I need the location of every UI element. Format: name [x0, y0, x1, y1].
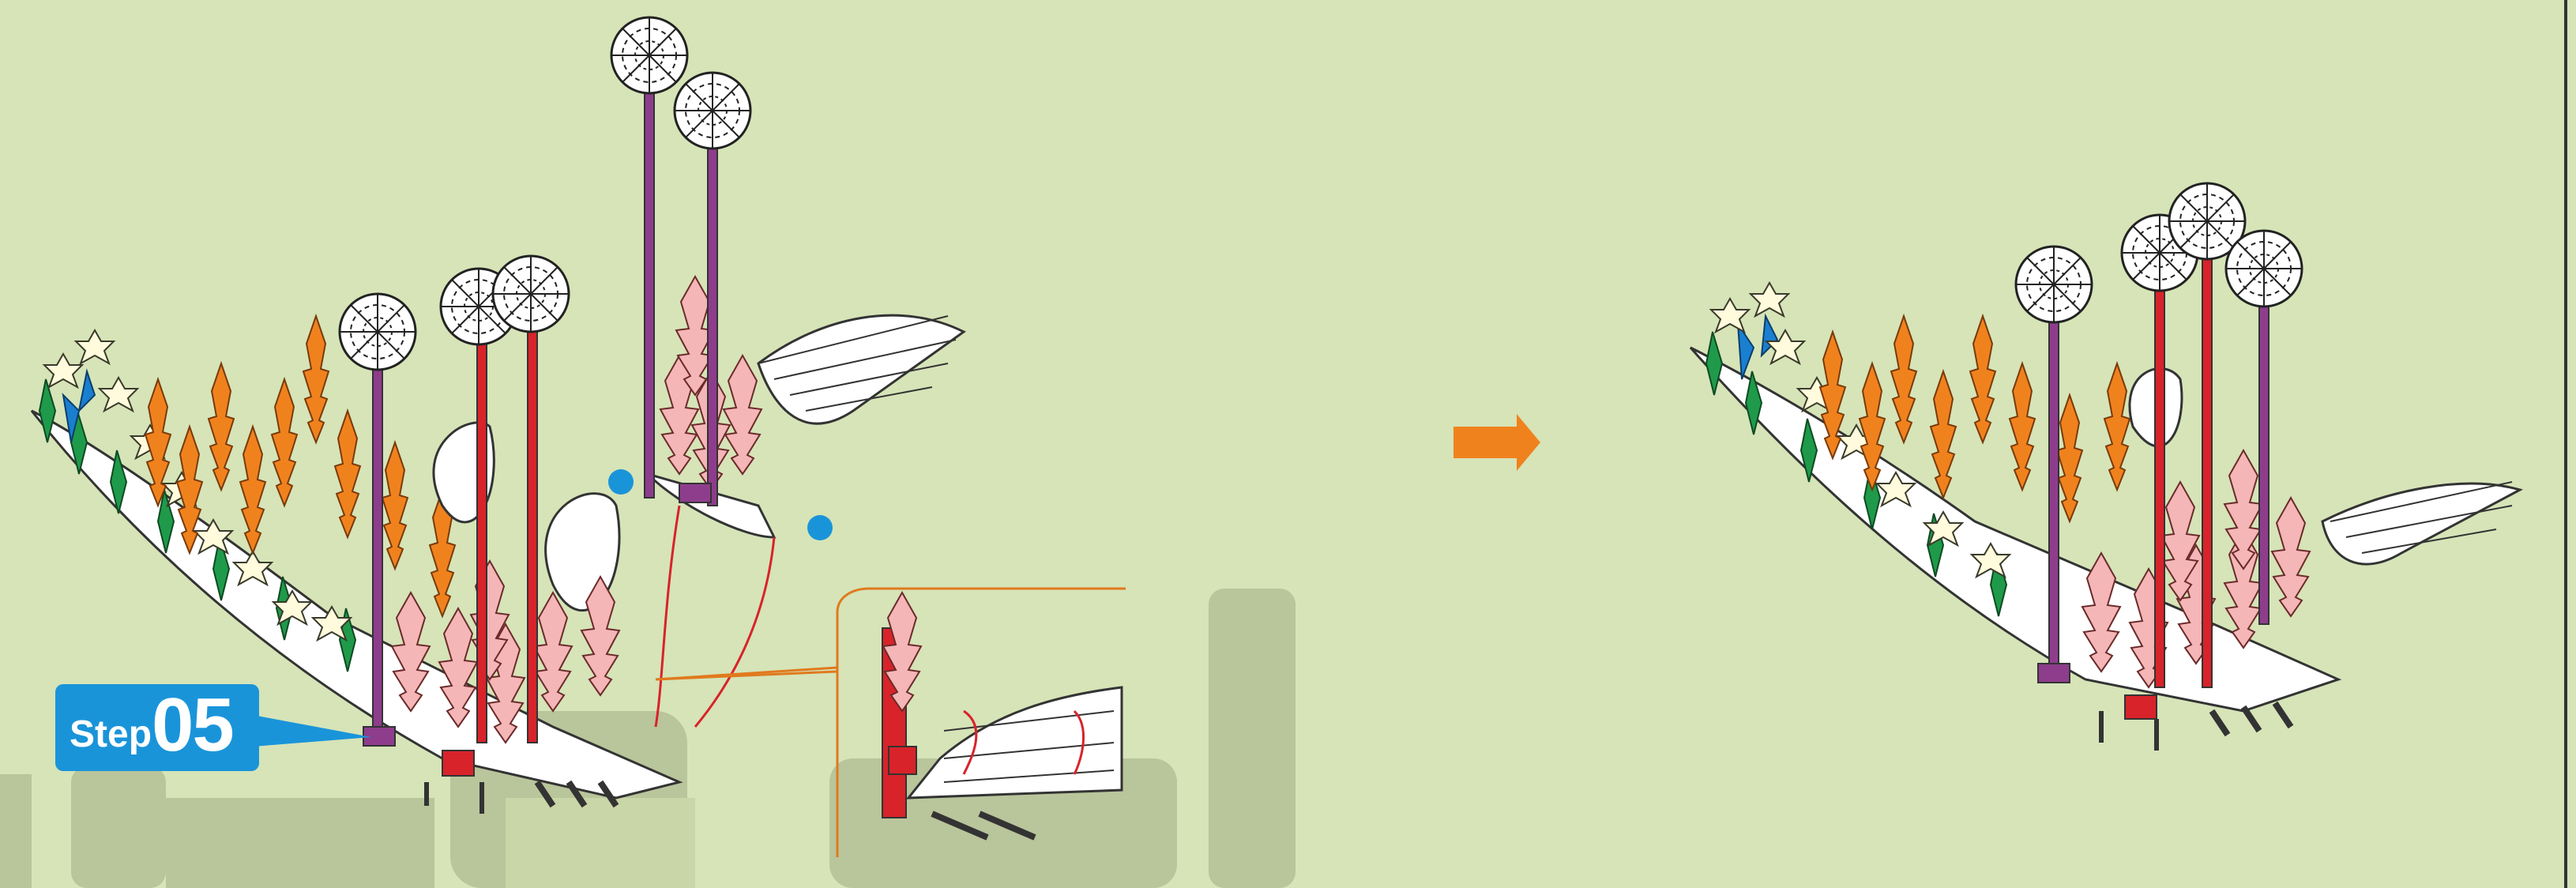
- blue-dot-icon: [807, 515, 833, 540]
- right-border: [2564, 0, 2567, 888]
- right-arrow-icon: [1453, 414, 1540, 471]
- step5-assembly-left: [30, 254, 683, 814]
- blue-dot-icon: [608, 469, 634, 495]
- completed-assembly-right: [1689, 182, 2523, 751]
- badge-pointer: [253, 715, 371, 747]
- upper-attachment-piece: [608, 16, 966, 728]
- step-number: 05: [152, 683, 235, 767]
- step-badge: Step 05: [55, 684, 259, 771]
- step-word: Step: [70, 713, 152, 755]
- detail-inset: [655, 587, 1126, 857]
